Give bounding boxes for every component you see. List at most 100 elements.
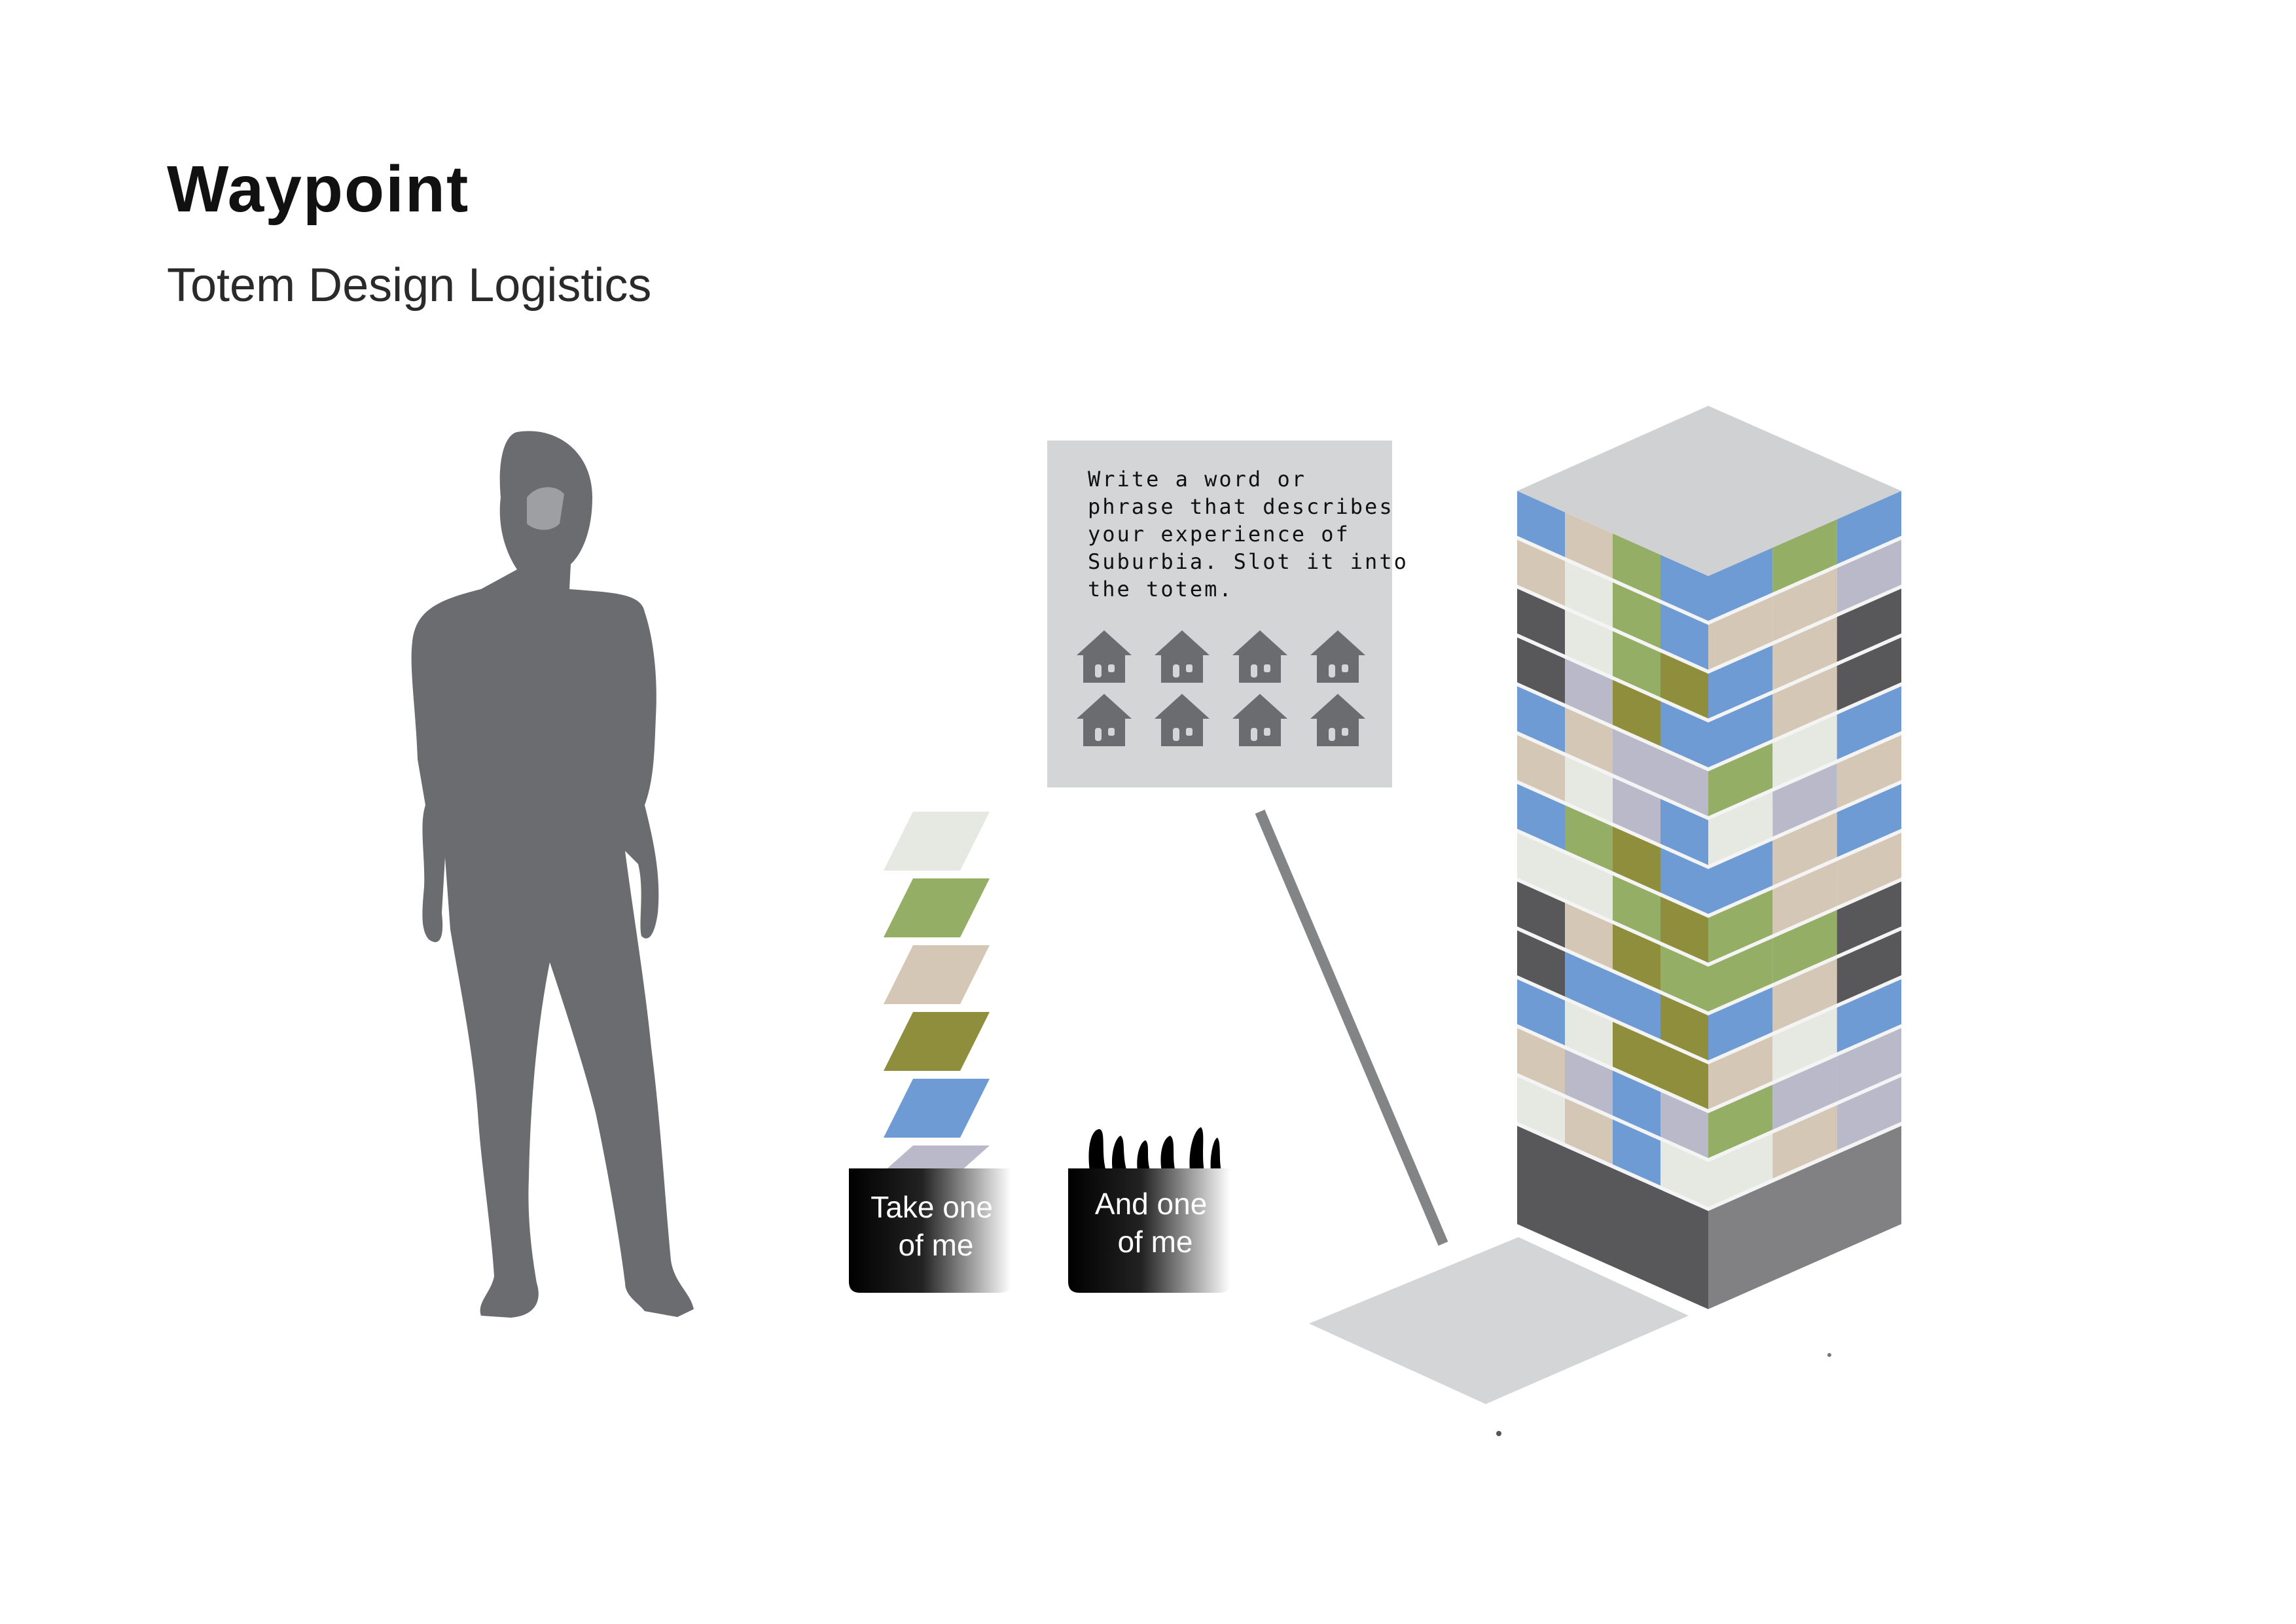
house-icon: [1155, 630, 1210, 683]
totem-tile: [1772, 617, 1837, 691]
totem-tile: [1517, 930, 1565, 997]
person-silhouette: [411, 431, 694, 1318]
house-icon-grid: [1077, 630, 1365, 746]
totem-tile: [1772, 812, 1837, 886]
house-icon: [1310, 630, 1365, 683]
tile-separator: [1708, 1121, 1901, 1211]
house-icon: [1077, 694, 1132, 746]
totem-tile: [1837, 539, 1901, 613]
sign-board: Write a word or phrase that describes yo…: [1047, 441, 1689, 1404]
totem-tile: [1613, 875, 1660, 942]
tile-separator: [1708, 975, 1901, 1064]
totem-tile: [1772, 763, 1837, 837]
house-icon: [1232, 694, 1287, 746]
totem-tile: [1565, 707, 1613, 774]
totem-tile: [1837, 833, 1901, 907]
totem-tile: [1517, 637, 1565, 704]
totem-tile: [1708, 645, 1773, 719]
tile-separator: [1708, 731, 1901, 820]
pen-bucket: And one of me: [1068, 1127, 1230, 1293]
totem-tile: [1613, 1022, 1660, 1089]
totem-tile: [1613, 973, 1660, 1039]
color-card: [884, 945, 990, 1004]
sign-instruction-text: Write a word or phrase that describes yo…: [1088, 467, 1423, 602]
totem-tile: [1613, 533, 1660, 600]
totem-tile: [1708, 840, 1773, 914]
totem-tile: [1772, 1105, 1837, 1179]
totem-tile: [1517, 491, 1565, 558]
page-title: Waypoint: [167, 153, 470, 226]
totem-tile: [1565, 805, 1613, 872]
tile-separator: [1517, 1024, 1708, 1113]
tile-separator: [1517, 1073, 1708, 1163]
totem-tile: [1660, 1043, 1708, 1110]
tile-separator: [1517, 585, 1708, 674]
totem-tile: [1565, 609, 1613, 676]
totem-tile: [1613, 924, 1660, 990]
totem-tile: [1613, 826, 1660, 893]
totem-tile: [1565, 1049, 1613, 1116]
totem-tile: [1708, 889, 1773, 963]
totem-tile: [1565, 951, 1613, 1018]
sign-pole: [1255, 809, 1448, 1246]
dot-mark: [1827, 1353, 1831, 1357]
totem-tile: [1837, 881, 1901, 955]
totem-tile: [1837, 930, 1901, 1004]
color-card-stack: [884, 812, 990, 1172]
totem-tile: [1837, 1077, 1901, 1151]
card-bucket: Take one of me: [849, 1168, 1011, 1293]
totem-tile: [1517, 686, 1565, 753]
totem-tile: [1708, 1085, 1773, 1159]
color-card: [884, 1079, 990, 1138]
totem-tile: [1772, 519, 1837, 593]
house-icon: [1077, 630, 1132, 683]
sign-line-2: phrase that describes: [1088, 494, 1394, 519]
color-card: [884, 878, 990, 937]
totem-tile: [1517, 588, 1565, 655]
sign-line-4: Suburbia. Slot it into: [1088, 549, 1408, 574]
totem-tile: [1660, 701, 1708, 768]
tile-separator: [1517, 926, 1708, 1016]
totem-tile: [1517, 881, 1565, 948]
totem-tile: [1613, 582, 1660, 649]
totem-tile: [1517, 784, 1565, 850]
color-card: [884, 1012, 990, 1071]
totem-tile: [1772, 861, 1837, 935]
totem-tile: [1565, 854, 1613, 920]
tile-separator: [1517, 780, 1708, 869]
totem-tile: [1660, 604, 1708, 670]
totem-tile: [1517, 539, 1565, 606]
card-bucket-label-1: Take one: [870, 1190, 993, 1224]
totem-tile: [1837, 686, 1901, 760]
tile-separator: [1708, 535, 1901, 625]
card-bucket-label-2: of me: [898, 1228, 973, 1262]
totem-tile: [1772, 958, 1837, 1032]
pen-bucket-label-2: of me: [1117, 1225, 1193, 1259]
tile-separator: [1517, 731, 1708, 820]
totem-tile: [1772, 666, 1837, 740]
totem-tile: [1708, 938, 1773, 1012]
svg-text:Take one of me: Take one of me: [870, 1190, 1001, 1262]
tile-separator: [1708, 633, 1901, 723]
totem-tile: [1772, 1007, 1837, 1081]
totem-tile: [1565, 512, 1613, 579]
totem-tile: [1708, 987, 1773, 1060]
sign-line-5: the totem.: [1088, 577, 1234, 602]
totem-tile: [1660, 896, 1708, 963]
totem-tile: [1517, 1077, 1565, 1144]
totem-tile: [1660, 994, 1708, 1060]
page-subtitle: Totem Design Logistics: [167, 259, 652, 312]
color-card: [884, 1146, 990, 1172]
totem-tile: [1613, 1119, 1660, 1186]
house-icon: [1232, 630, 1287, 683]
totem-tile: [1613, 679, 1660, 746]
totem-tile: [1772, 714, 1837, 788]
totem-tile: [1660, 945, 1708, 1012]
pen-icons: [1088, 1127, 1221, 1172]
tile-separator: [1708, 829, 1901, 918]
dot-mark: [1496, 1431, 1501, 1436]
signpost-base-plate: [1309, 1237, 1689, 1404]
totem-tile: [1837, 735, 1901, 808]
tile-separator: [1517, 535, 1708, 625]
totem-tile: [1708, 547, 1773, 621]
